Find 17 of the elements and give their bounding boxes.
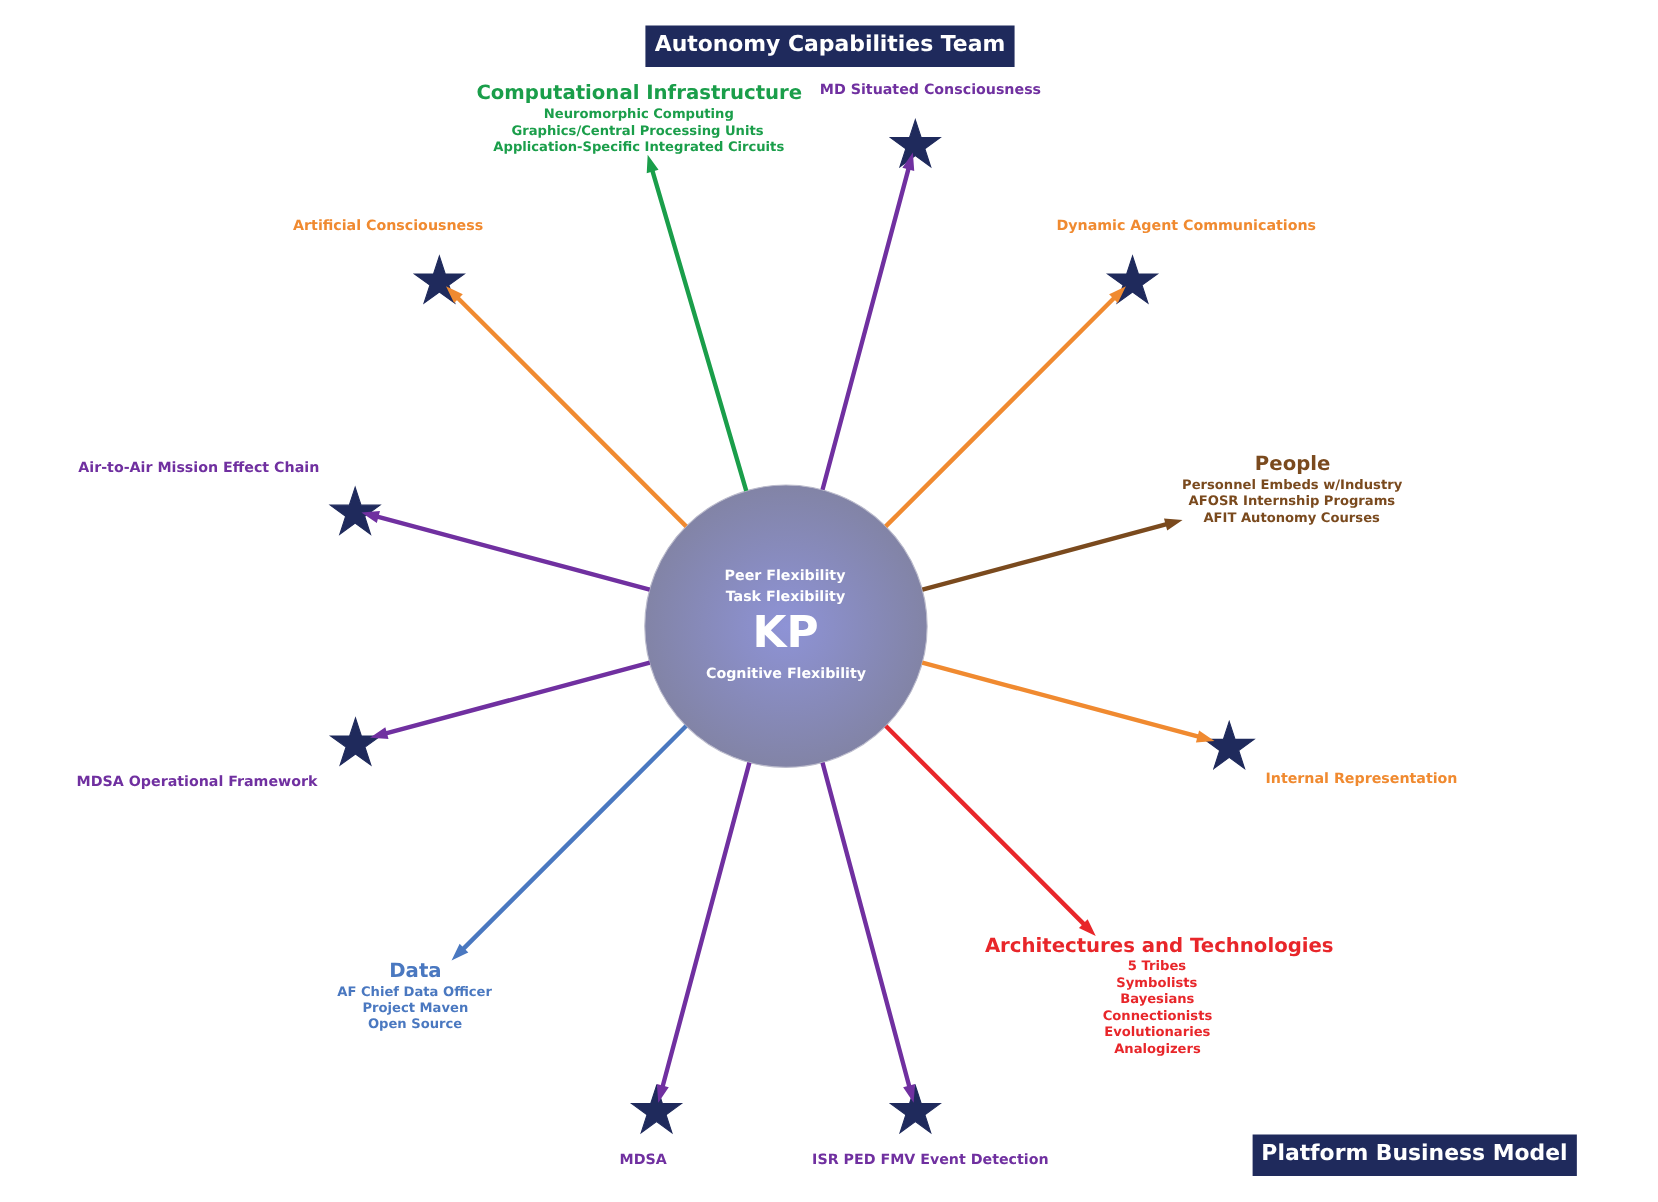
arrow: [360, 511, 650, 592]
node-star: [1201, 719, 1255, 770]
caption: Platform Business Model: [1260, 1139, 1567, 1166]
arrow: [445, 286, 687, 528]
node-star: [327, 716, 382, 767]
arrow: [883, 724, 1095, 936]
node-star: [887, 117, 941, 169]
arrow: [368, 660, 650, 740]
arrow: [645, 154, 748, 492]
arrow: [655, 762, 751, 1103]
diagram-title: Autonomy Capabilities Team: [653, 30, 1005, 57]
arrow: [920, 518, 1182, 592]
arrow: [450, 724, 687, 961]
arrow: [819, 152, 914, 491]
arrow: [920, 660, 1214, 743]
arrow: [819, 762, 914, 1103]
arrow: [883, 286, 1125, 528]
